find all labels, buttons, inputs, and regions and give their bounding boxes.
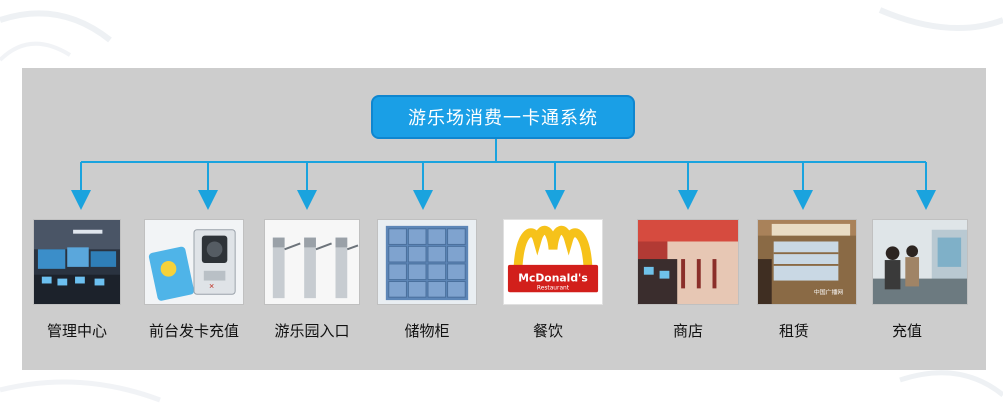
management-center-photo [33,219,121,305]
node-label-lockers: 储物柜 [404,322,450,340]
svg-text:✕: ✕ [209,282,215,290]
rental-sign-text: 中国广播网 [814,288,843,296]
logo-text: McDonald's [518,272,587,285]
node-label-front-desk: 前台发卡充值 [148,322,239,340]
front-desk-card-reader-photo: ✕ [144,219,244,305]
turnstile-photo [264,219,360,305]
recharge-counter-photo [872,219,968,305]
node-label-rental: 租赁 [778,322,809,340]
node-label-dining: 餐饮 [532,322,563,340]
shop-photo [637,219,739,305]
system-title: 游乐场消费一卡通系统 [371,95,635,139]
logo-subtext: Restaurant [537,285,570,291]
node-label-shop: 商店 [672,322,703,340]
node-label-recharge: 充值 [891,322,922,340]
node-label-management: 管理中心 [46,322,107,340]
rental-kiosk-photo: 中国广播网 [757,219,857,305]
node-label-entrance: 游乐园入口 [274,322,350,340]
locker-photo [377,219,477,305]
mcdonalds-logo-image: McDonald's Restaurant [503,219,603,305]
